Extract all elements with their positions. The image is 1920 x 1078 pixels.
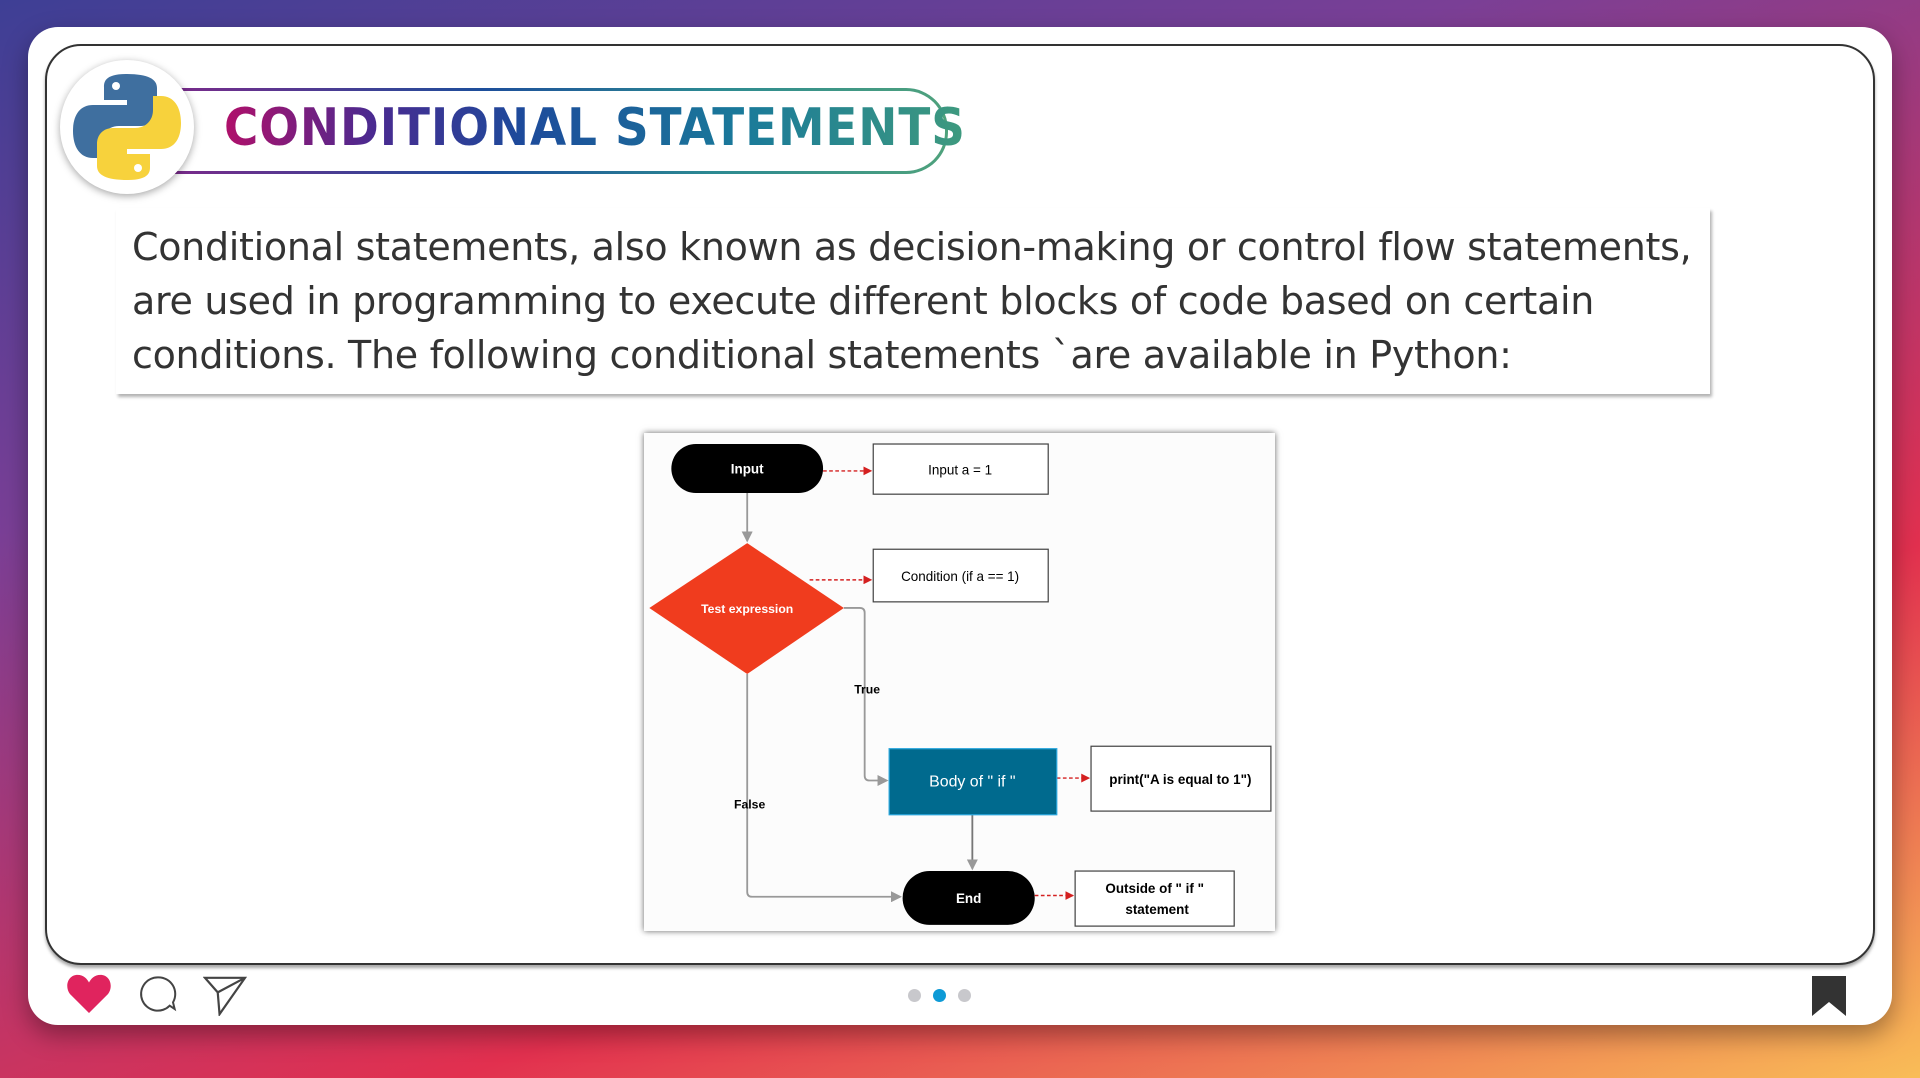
title-banner <box>172 88 948 174</box>
intro-box: Conditional statements, also known as de… <box>116 208 1710 394</box>
end-terminal <box>902 871 1035 925</box>
outside-note-2: statement <box>1125 902 1189 917</box>
slide-frame <box>45 44 1875 965</box>
intro-text: Conditional statements, also known as de… <box>132 225 1692 377</box>
page-title: CONDITIONAL STATEMENTS <box>224 98 966 158</box>
flowchart-image: Input Input a = 1 Test expression Condit… <box>644 433 1275 931</box>
body-label: Body of " if " <box>929 774 1015 791</box>
decision-diamond <box>649 543 844 675</box>
arrow-false <box>746 674 902 903</box>
condition-note: Condition (if a == 1) <box>901 569 1019 584</box>
comment-icon[interactable] <box>138 974 178 1014</box>
input-terminal <box>671 444 824 493</box>
input-note: Input a = 1 <box>928 463 992 478</box>
body-box <box>888 748 1058 816</box>
arrow-true <box>843 607 889 787</box>
bookmark-icon[interactable] <box>1812 976 1846 1016</box>
outside-note-box <box>1074 870 1235 927</box>
send-icon[interactable] <box>203 976 247 1016</box>
end-label: End <box>956 891 981 906</box>
python-logo <box>60 60 194 194</box>
pagination-dot-1[interactable] <box>908 989 921 1002</box>
test-label: Test expression <box>701 602 793 616</box>
print-note-box <box>1090 745 1272 812</box>
print-note: print("A is equal to 1") <box>1109 772 1251 787</box>
outside-note-1: Outside of " if " <box>1105 881 1204 896</box>
pagination-dot-2-active[interactable] <box>933 989 946 1002</box>
false-label: False <box>734 798 765 812</box>
input-note-box <box>872 443 1049 495</box>
true-label: True <box>854 683 880 697</box>
input-label: Input <box>731 461 764 476</box>
condition-note-box <box>872 548 1049 603</box>
heart-icon[interactable] <box>66 973 112 1013</box>
pagination-dot-3[interactable] <box>958 989 971 1002</box>
